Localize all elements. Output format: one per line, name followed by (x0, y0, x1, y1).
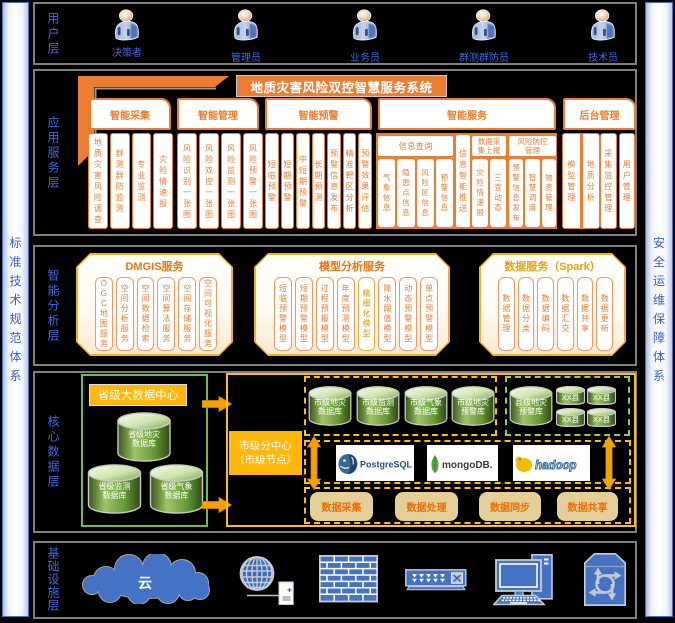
svg-text:云: 云 (138, 575, 152, 591)
svg-text:mongoDB.: mongoDB. (442, 460, 493, 471)
svg-text:PostgreSQL: PostgreSQL (360, 460, 413, 470)
svg-text:hadoop: hadoop (535, 460, 577, 472)
